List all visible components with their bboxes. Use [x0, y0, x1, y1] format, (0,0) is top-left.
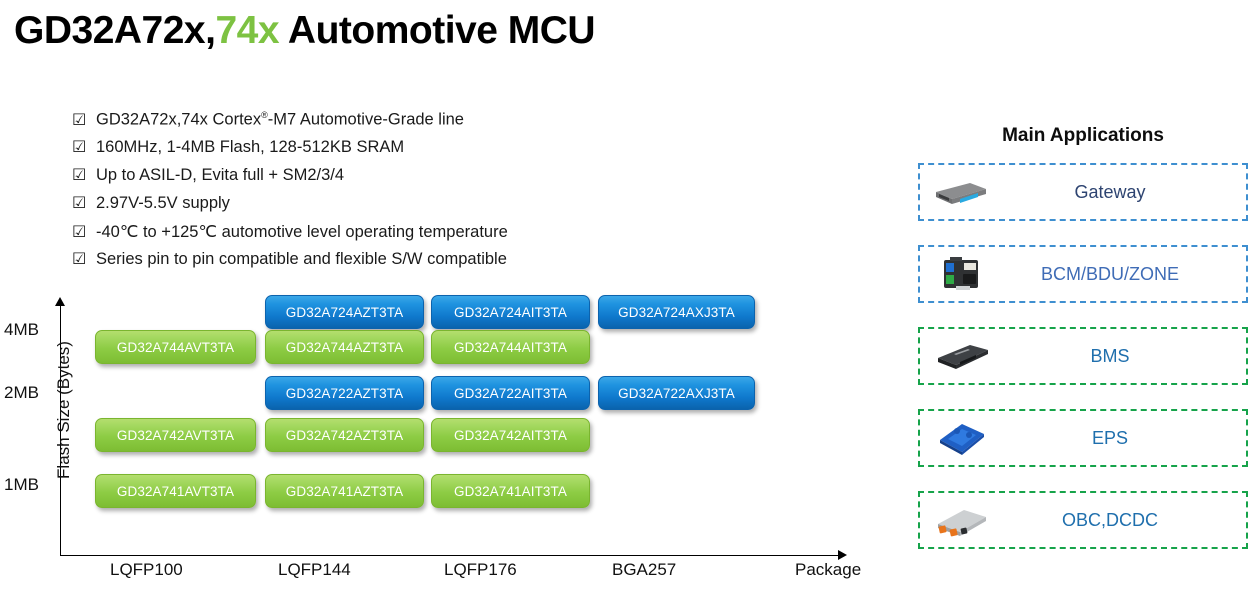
feature-item-label: -40℃ to +125℃ automotive level operating…	[96, 223, 508, 241]
checkbox-checked-icon: ☑	[72, 222, 87, 241]
part-number-label: GD32A742AZT3TA	[285, 427, 404, 443]
application-card[interactable]: BCM/BDU/ZONE	[918, 245, 1248, 303]
part-number-chip[interactable]: GD32A744AZT3TA	[265, 330, 424, 364]
gateway-module-icon	[930, 172, 992, 212]
part-number-chip[interactable]: GD32A744AVT3TA	[95, 330, 256, 364]
feature-item-label: 160MHz, 1-4MB Flash, 128-512KB SRAM	[96, 138, 405, 156]
application-card[interactable]: OBC,DCDC	[918, 491, 1248, 549]
feature-list: ☑ GD32A72x,74x Cortex®-M7 Automotive-Grad…	[72, 110, 508, 278]
part-number-chip[interactable]: GD32A722AXJ3TA	[598, 376, 755, 410]
y-axis-tick-label: 2MB	[4, 383, 39, 402]
part-number-label: GD32A724AXJ3TA	[618, 304, 735, 320]
part-number-chip[interactable]: GD32A741AVT3TA	[95, 474, 256, 508]
feature-item: ☑ GD32A72x,74x Cortex®-M7 Automotive-Grad…	[72, 110, 508, 138]
part-number-chip[interactable]: GD32A742AVT3TA	[95, 418, 256, 452]
part-number-chip[interactable]: GD32A742AIT3TA	[431, 418, 590, 452]
title-highlight: 74x	[215, 9, 280, 52]
part-number-chip[interactable]: GD32A724AIT3TA	[431, 295, 590, 329]
applications-panel: Main Applications Gateway BCM/BDU/ZONE	[918, 125, 1248, 573]
x-axis-title: Package	[795, 560, 862, 579]
part-number-chip[interactable]: GD32A722AZT3TA	[265, 376, 424, 410]
application-card[interactable]: BMS	[918, 327, 1248, 385]
part-number-label: GD32A742AIT3TA	[454, 427, 567, 443]
feature-item-label: 2.97V-5.5V supply	[96, 194, 230, 212]
x-axis-tick-label: LQFP176	[444, 560, 517, 579]
application-label: BMS	[1090, 345, 1130, 366]
checkbox-checked-icon: ☑	[72, 137, 87, 156]
bms-module-icon	[930, 336, 992, 376]
part-number-label: GD32A722AIT3TA	[454, 385, 567, 401]
part-number-label: GD32A724AIT3TA	[454, 304, 567, 320]
application-label: Gateway	[1074, 181, 1146, 202]
feature-item: ☑ Series pin to pin compatible and flexib…	[72, 250, 508, 278]
feature-item-label: Up to ASIL-D, Evita full + SM2/3/4	[96, 166, 345, 184]
feature-item-label: Series pin to pin compatible and flexibl…	[96, 250, 507, 268]
bcm-module-icon	[930, 254, 992, 294]
x-axis-tick-label: LQFP100	[110, 560, 183, 579]
feature-item: ☑ Up to ASIL-D, Evita full + SM2/3/4	[72, 166, 508, 194]
part-number-chip[interactable]: GD32A742AZT3TA	[265, 418, 424, 452]
part-number-chip[interactable]: GD32A724AXJ3TA	[598, 295, 755, 329]
part-number-chip[interactable]: GD32A741AZT3TA	[265, 474, 424, 508]
part-number-label: GD32A744AIT3TA	[454, 339, 567, 355]
feature-item: ☑ 160MHz, 1-4MB Flash, 128-512KB SRAM	[72, 138, 508, 166]
application-label: EPS	[1091, 427, 1129, 448]
product-matrix-chart: Flash Size (Bytes) Package 4MB 2MB 1MB LQF…	[0, 280, 880, 600]
x-axis-arrow-icon	[838, 550, 847, 560]
y-axis-tick-label: 4MB	[4, 320, 39, 339]
checkbox-checked-icon: ☑	[72, 109, 87, 129]
part-number-chip[interactable]: GD32A722AIT3TA	[431, 376, 590, 410]
x-axis-line	[60, 555, 840, 556]
y-axis-tick-label: 1MB	[4, 475, 39, 494]
part-number-chip[interactable]: GD32A744AIT3TA	[431, 330, 590, 364]
part-number-label: GD32A741AIT3TA	[454, 483, 567, 499]
part-number-label: GD32A722AZT3TA	[285, 385, 404, 401]
applications-list: Gateway BCM/BDU/ZONE BMS	[918, 163, 1248, 549]
application-card[interactable]: Gateway	[918, 163, 1248, 221]
y-axis-line	[60, 305, 61, 555]
title-part2: Automotive MCU	[279, 9, 596, 52]
application-card[interactable]: EPS	[918, 409, 1248, 467]
page-title: GD32A72x,74x Automotive MCU	[14, 9, 596, 53]
eps-module-icon	[930, 418, 992, 458]
y-axis-arrow-icon	[55, 297, 65, 306]
part-number-chip[interactable]: GD32A741AIT3TA	[431, 474, 590, 508]
part-number-label: GD32A722AXJ3TA	[618, 385, 735, 401]
application-label: OBC,DCDC	[1061, 509, 1158, 530]
part-number-label: GD32A741AZT3TA	[285, 483, 404, 499]
part-number-label: GD32A741AVT3TA	[116, 483, 235, 499]
part-number-label: GD32A744AZT3TA	[285, 339, 404, 355]
applications-heading: Main Applications	[1002, 125, 1164, 146]
checkbox-checked-icon: ☑	[72, 249, 87, 268]
part-number-chip[interactable]: GD32A724AZT3TA	[265, 295, 424, 329]
y-axis-title: Flash Size (Bytes)	[54, 341, 73, 479]
checkbox-checked-icon: ☑	[72, 193, 87, 212]
part-number-label: GD32A744AVT3TA	[116, 339, 235, 355]
feature-item-label: GD32A72x,74x Cortex®-M7 Automotive-Grade…	[96, 110, 464, 129]
feature-item: ☑ 2.97V-5.5V supply	[72, 194, 508, 222]
checkbox-checked-icon: ☑	[72, 165, 87, 184]
feature-item: ☑ -40℃ to +125℃ automotive level operatin…	[72, 222, 508, 250]
title-part1: GD32A72x,	[14, 9, 216, 52]
x-axis-tick-label: BGA257	[612, 560, 677, 579]
obc-module-icon	[930, 500, 992, 540]
part-number-label: GD32A742AVT3TA	[116, 427, 235, 443]
application-label: BCM/BDU/ZONE	[1040, 263, 1179, 284]
part-number-label: GD32A724AZT3TA	[285, 304, 404, 320]
x-axis-tick-label: LQFP144	[278, 560, 351, 579]
